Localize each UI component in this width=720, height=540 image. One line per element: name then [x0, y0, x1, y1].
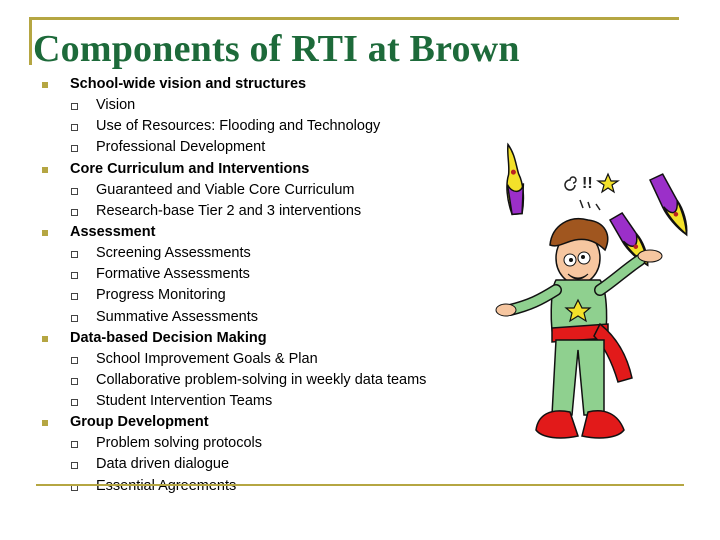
list-item: Formative Assessments	[96, 266, 250, 283]
juggler-illustration: !!	[490, 140, 690, 460]
section-school-wide: School-wide vision and structures Vision…	[0, 74, 480, 159]
list-item: School Improvement Goals & Plan	[96, 350, 318, 367]
hollow-square-bullet-icon	[71, 462, 78, 470]
list-item: Screening Assessments	[96, 244, 251, 261]
section-heading: Assessment	[70, 223, 156, 240]
hollow-square-bullet-icon	[71, 293, 78, 301]
slide-title: Components of RTI at Brown	[33, 28, 520, 70]
list-item: Professional Development	[96, 139, 266, 156]
hollow-square-bullet-icon	[71, 399, 78, 407]
section-assessment: Assessment Screening Assessments Formati…	[0, 222, 480, 328]
section-heading: Core Curriculum and Interventions	[70, 160, 310, 177]
hollow-square-bullet-icon	[71, 314, 78, 322]
square-bullet-icon	[42, 335, 48, 342]
bottom-rule	[36, 484, 684, 486]
section-heading: School-wide vision and structures	[70, 76, 307, 92]
hollow-square-bullet-icon	[71, 103, 78, 110]
juggler-cartoon-icon: !!	[495, 142, 688, 439]
hollow-square-bullet-icon	[71, 441, 78, 449]
svg-text:!!: !!	[582, 175, 593, 192]
list-item: Problem solving protocols	[96, 435, 263, 452]
list-item: Vision	[96, 97, 136, 113]
list-item: Collaborative problem-solving in weekly …	[96, 371, 427, 388]
section-group-development: Group Development Problem solving protoc…	[0, 412, 480, 497]
section-data-based-decisions: Data-based Decision Making School Improv…	[0, 328, 480, 413]
square-bullet-icon	[42, 420, 48, 427]
hollow-square-bullet-icon	[71, 145, 78, 153]
top-rule	[29, 17, 679, 20]
hollow-square-bullet-icon	[71, 124, 78, 132]
square-bullet-icon	[42, 229, 48, 236]
square-bullet-icon	[42, 166, 48, 173]
square-bullet-icon	[42, 82, 48, 88]
left-rule	[29, 17, 32, 65]
section-core-curriculum: Core Curriculum and Interventions Guaran…	[0, 159, 480, 222]
list-item: Use of Resources: Flooding and Technolog…	[96, 118, 381, 135]
list-item: Guaranteed and Viable Core Curriculum	[96, 181, 355, 198]
hollow-square-bullet-icon	[71, 208, 78, 216]
hollow-square-bullet-icon	[71, 356, 78, 364]
list-item: Progress Monitoring	[96, 287, 226, 304]
list-item: Summative Assessments	[96, 308, 258, 325]
hollow-square-bullet-icon	[71, 272, 78, 280]
list-item: Data driven dialogue	[96, 456, 230, 473]
section-heading: Data-based Decision Making	[70, 329, 267, 346]
hollow-square-bullet-icon	[71, 377, 78, 385]
slide-content: School-wide vision and structures Vision…	[0, 74, 480, 497]
list-item: Research-base Tier 2 and 3 interventions	[96, 202, 362, 219]
section-heading: Group Development	[70, 414, 209, 431]
hollow-square-bullet-icon	[71, 187, 78, 195]
list-item: Student Intervention Teams	[96, 393, 273, 410]
hollow-square-bullet-icon	[71, 250, 78, 258]
